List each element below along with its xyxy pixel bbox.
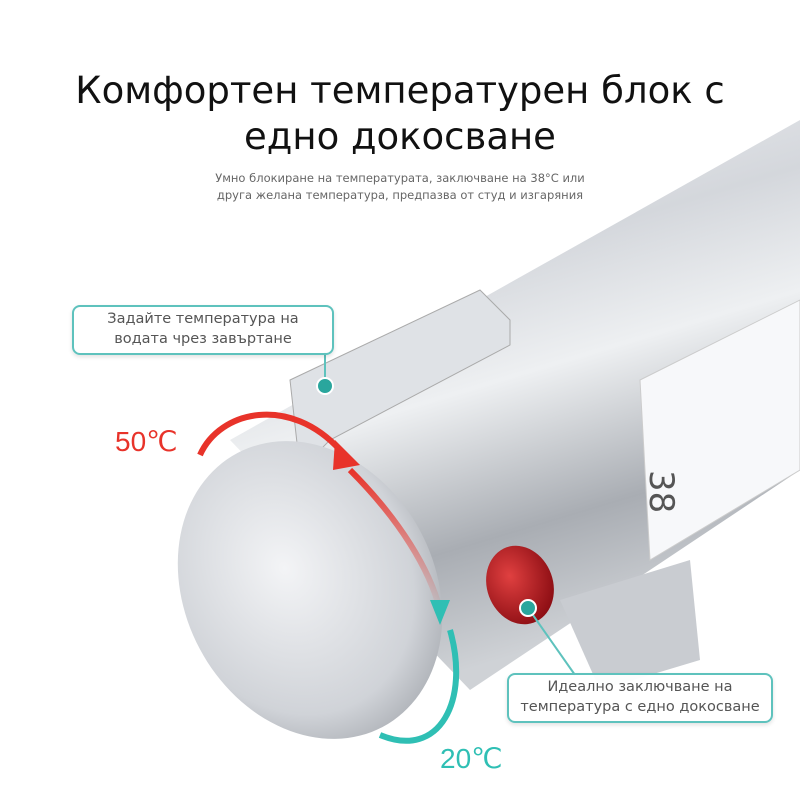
cold-arrow xyxy=(378,629,460,744)
bracket xyxy=(560,560,700,690)
button-marker xyxy=(519,599,537,617)
lock-callout: Идеално заключване на температура с едно… xyxy=(507,673,773,723)
cold-arrow-head xyxy=(430,600,450,625)
hot-arrow-head xyxy=(333,440,360,470)
hot-temperature-label: 50℃ xyxy=(115,426,178,457)
cold-temperature-label: 20℃ xyxy=(440,743,503,774)
dial-value: 38 xyxy=(641,470,681,513)
set-temperature-callout: Задайте температура на водата чрез завър… xyxy=(72,305,334,355)
gradient-arrow xyxy=(347,467,443,611)
page-title: Комфортен температурен блок с едно докос… xyxy=(75,69,725,158)
subtitle: Умно блокиране на температурата, заключв… xyxy=(215,171,585,202)
label-plate xyxy=(639,299,800,561)
lever-marker xyxy=(316,377,334,395)
end-cap xyxy=(177,441,443,739)
hot-arrow xyxy=(197,411,343,457)
lock-button[interactable] xyxy=(475,536,564,634)
